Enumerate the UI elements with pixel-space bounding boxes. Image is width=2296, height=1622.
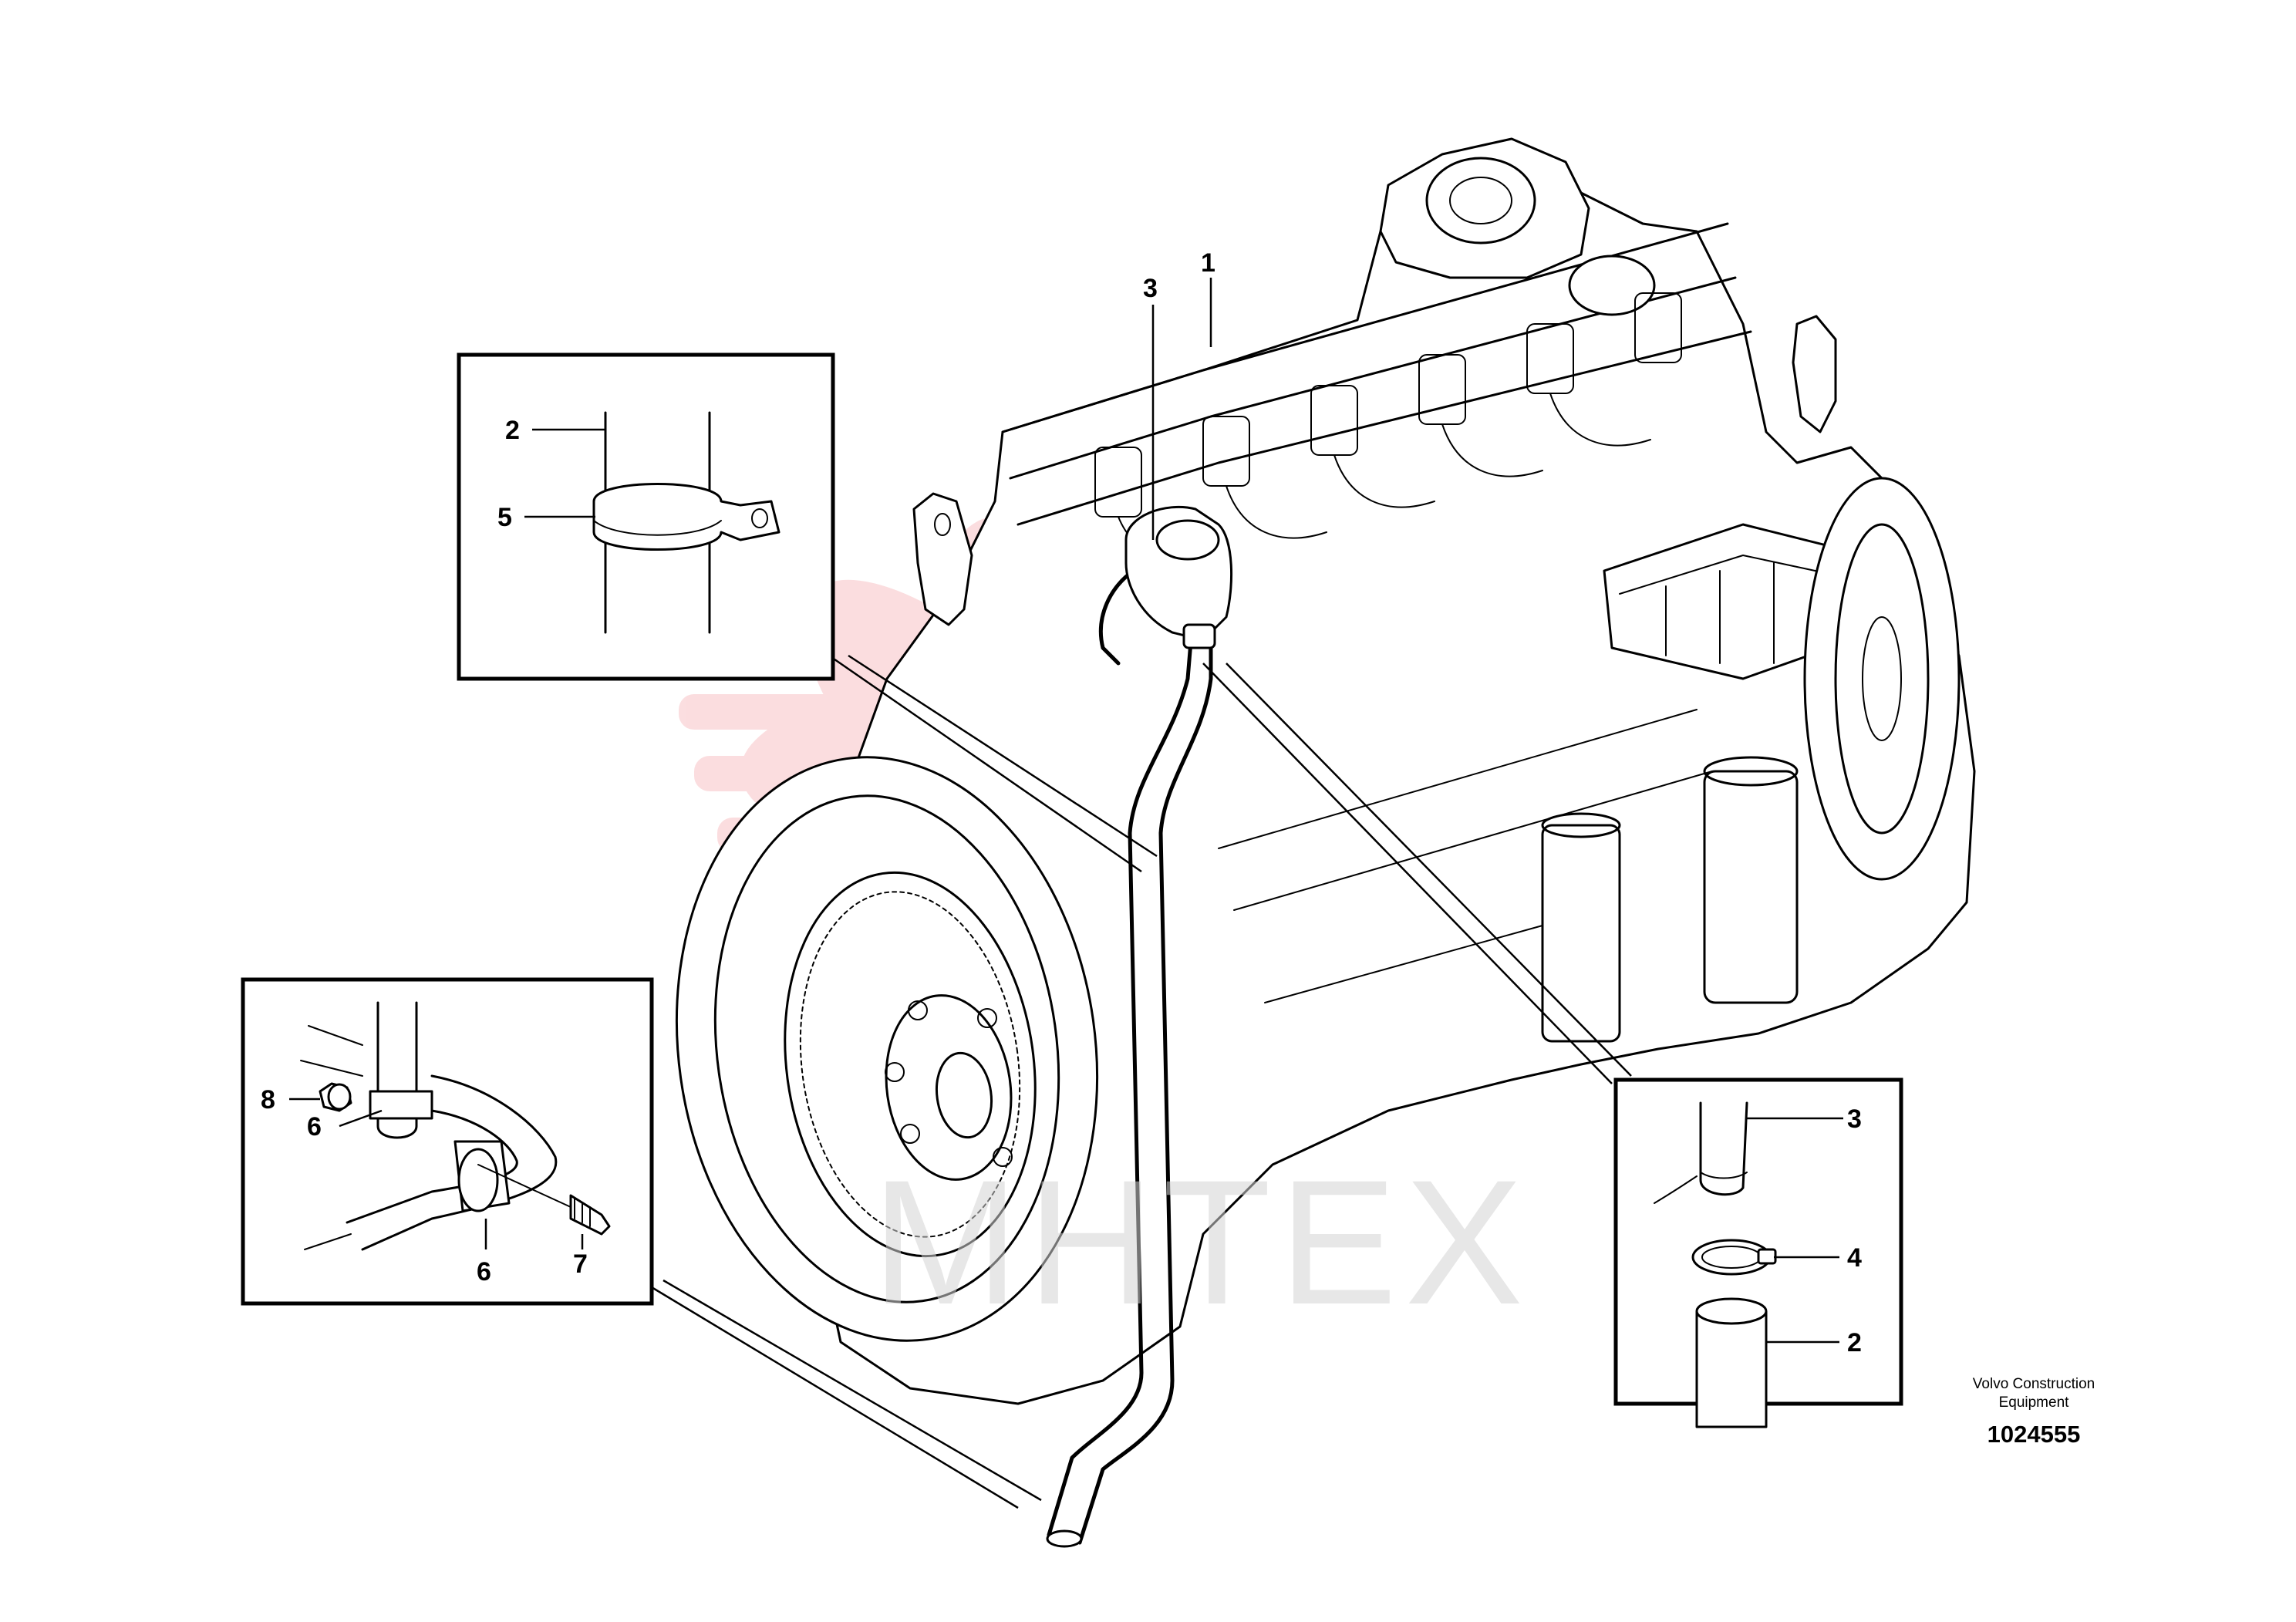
inset-tl-callout-5: 5 xyxy=(497,503,512,532)
inset-bl-callout-6b: 6 xyxy=(477,1257,491,1286)
inset-link-top-left-2 xyxy=(848,654,1158,858)
caption-company-line2: Equipment xyxy=(1999,1394,2070,1411)
pipe-clamp-icon xyxy=(369,1090,511,1212)
inset-tl-callout-2: 2 xyxy=(505,416,520,445)
inset-bl-callout-6a: 6 xyxy=(307,1112,322,1141)
figure-number: 1024555 xyxy=(1988,1421,2081,1448)
inset-br-callout-4: 4 xyxy=(1847,1243,1862,1273)
inset-br-callout-3: 3 xyxy=(1847,1104,1862,1134)
inset-link-bottom-right xyxy=(1202,663,1613,1084)
inset-bottom-left: 8 6 6 7 xyxy=(241,977,654,1306)
figure-caption: Volvo Construction Equipment 1024555 xyxy=(1973,1376,2095,1448)
caption-company-line1: Volvo Construction xyxy=(1973,1376,2095,1392)
hose-clamp-icon xyxy=(1691,1239,1777,1276)
callout-1: 1 xyxy=(1201,248,1215,278)
inset-link-bottom-left-2 xyxy=(663,1279,1042,1502)
inset-link-bottom-left xyxy=(639,1279,1019,1509)
inset-link-bottom-right-2 xyxy=(1226,663,1632,1077)
inset-bl-callout-8: 8 xyxy=(261,1085,275,1114)
pipe-clamp-icon xyxy=(592,483,781,551)
watermark-text: MHTEX xyxy=(872,1143,1531,1341)
inset-top-left: 2 5 xyxy=(457,352,835,681)
inset-bl-callout-7: 7 xyxy=(573,1249,588,1279)
nut-icon xyxy=(319,1082,352,1112)
engine-illustration xyxy=(675,137,1976,1548)
bolt-icon xyxy=(477,1164,611,1236)
inset-bottom-right: 3 4 2 xyxy=(1613,1077,1903,1428)
inset-br-callout-2: 2 xyxy=(1847,1328,1862,1357)
callout-3: 3 xyxy=(1143,274,1158,303)
inset-link-top-left xyxy=(828,654,1142,873)
